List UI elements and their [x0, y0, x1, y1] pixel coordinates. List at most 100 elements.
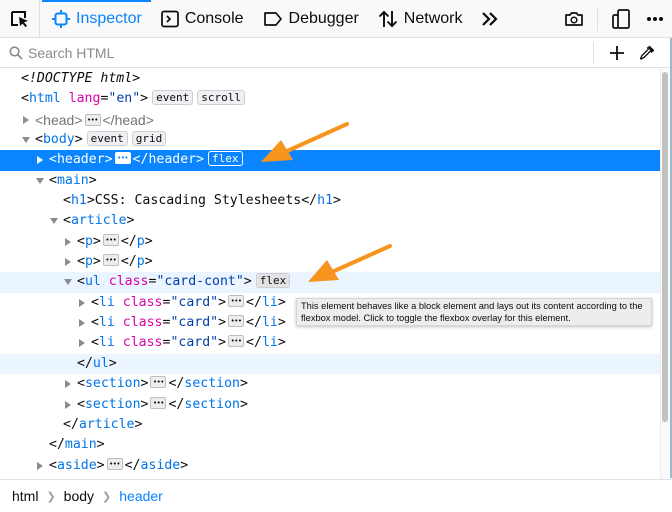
expand-li-twisty[interactable]	[77, 293, 87, 313]
tab-debugger[interactable]: Debugger	[253, 0, 368, 38]
caret-right-icon	[65, 380, 71, 389]
header-tag: <header></header>flex	[49, 148, 243, 170]
more-options-button[interactable]	[638, 0, 672, 38]
breadcrumb: html ❯ body ❯ header	[0, 479, 672, 512]
collapsed-ellipsis[interactable]	[228, 291, 245, 311]
expand-li-twisty[interactable]	[77, 313, 87, 333]
node-p[interactable]: <p></p>	[0, 250, 660, 272]
breadcrumb-body[interactable]: body	[63, 488, 95, 504]
node-article-close[interactable]: </article>	[0, 415, 660, 435]
caret-down-icon	[64, 279, 72, 286]
expand-li-twisty[interactable]	[77, 333, 87, 353]
caret-right-icon	[79, 319, 85, 328]
expand-aside-twisty[interactable]	[35, 456, 45, 476]
section-tag: <section></section>	[77, 393, 248, 415]
eyedropper-button[interactable]	[632, 38, 662, 68]
collapsed-ellipsis[interactable]	[102, 230, 119, 250]
expand-header-twisty[interactable]	[35, 150, 45, 170]
tab-inspector[interactable]: Inspector	[42, 0, 151, 38]
node-ul-close[interactable]: </ul>	[0, 353, 660, 375]
scroll-badge[interactable]: scroll	[197, 90, 245, 106]
search-icon	[9, 45, 23, 60]
flex-badge-tooltip: This element behaves like a block elemen…	[296, 298, 652, 326]
annotation-arrow-icon	[261, 122, 349, 162]
collapsed-ellipsis[interactable]	[102, 250, 119, 270]
collapse-ul-twisty[interactable]	[63, 272, 73, 292]
flex-badge[interactable]: flex	[255, 273, 291, 289]
node-p[interactable]: <p></p>	[0, 230, 660, 252]
tab-inspector-label: Inspector	[76, 9, 142, 27]
section-tag: <section></section>	[77, 372, 248, 394]
collapse-article-twisty[interactable]	[49, 211, 59, 231]
event-badge[interactable]: event	[152, 90, 194, 106]
breadcrumb-header[interactable]: header	[119, 488, 163, 504]
expand-head-twisty[interactable]	[21, 110, 31, 130]
collapse-main-twisty[interactable]	[35, 171, 45, 191]
toolbar-right	[557, 0, 672, 38]
ul-close-tag: </ul>	[77, 355, 117, 371]
tab-network[interactable]: Network	[368, 0, 472, 38]
node-aside[interactable]: <aside></aside>	[0, 454, 660, 476]
p-tag: <p></p>	[77, 250, 153, 272]
article-tag: <article>	[63, 213, 135, 229]
collapsed-ellipsis[interactable]	[106, 454, 123, 474]
expand-p-twisty[interactable]	[63, 252, 73, 272]
debugger-icon	[263, 11, 283, 27]
node-section[interactable]: <section></section>	[0, 372, 660, 394]
node-header-selected[interactable]: <header></header>flex	[0, 148, 660, 171]
node-article[interactable]: <article>	[0, 211, 660, 231]
li-tag: <li class="card"></li>	[91, 311, 286, 333]
search-bar	[0, 38, 672, 68]
collapsed-ellipsis[interactable]	[114, 148, 131, 169]
responsive-design-button[interactable]	[604, 0, 638, 38]
caret-right-icon	[79, 339, 85, 348]
tab-console-label: Console	[184, 9, 244, 27]
li-tag: <li class="card"></li>	[91, 331, 286, 353]
collapsed-ellipsis[interactable]	[150, 372, 167, 393]
node-main[interactable]: <main>	[0, 171, 660, 191]
collapse-body-twisty[interactable]	[21, 130, 31, 150]
node-main-close[interactable]: </main>	[0, 435, 660, 455]
search-html-input[interactable]	[28, 44, 568, 61]
screenshot-button[interactable]	[557, 0, 591, 38]
collapsed-ellipsis[interactable]	[84, 110, 101, 130]
caret-right-icon	[65, 237, 71, 246]
node-li-card[interactable]: <li class="card"></li>	[0, 331, 660, 353]
element-picker-button[interactable]	[0, 0, 40, 38]
node-ul-card-cont[interactable]: <ul class="card-cont">flex	[0, 272, 660, 293]
caret-down-icon	[22, 137, 30, 144]
caret-right-icon	[37, 461, 43, 470]
caret-right-icon	[23, 115, 29, 124]
doctype-text: <!DOCTYPE html>	[21, 71, 141, 86]
more-tools-button[interactable]	[471, 0, 509, 38]
node-h1[interactable]: <h1>CSS: Cascading Stylesheets</h1>	[0, 191, 660, 211]
console-icon	[160, 10, 179, 28]
collapsed-ellipsis[interactable]	[228, 331, 245, 352]
tab-console[interactable]: Console	[151, 0, 253, 38]
collapsed-ellipsis[interactable]	[228, 311, 245, 331]
breadcrumb-html[interactable]: html	[12, 488, 39, 504]
article-close-tag: </article>	[63, 416, 143, 432]
grid-badge[interactable]: grid	[131, 131, 167, 147]
expand-section-twisty[interactable]	[63, 395, 73, 415]
page-edge-strip	[670, 38, 672, 478]
flex-badge[interactable]: flex	[208, 151, 243, 167]
caret-down-icon	[36, 177, 44, 184]
expand-section-twisty[interactable]	[63, 374, 73, 394]
node-li-card[interactable]: <li class="card"></li>	[0, 311, 660, 333]
caret-down-icon	[50, 218, 58, 225]
expand-p-twisty[interactable]	[63, 232, 73, 252]
event-badge[interactable]: event	[86, 131, 128, 147]
search-divider	[593, 42, 594, 64]
markup-scrollbar-thumb[interactable]	[662, 72, 668, 422]
node-doctype[interactable]: <!DOCTYPE html>	[0, 69, 660, 89]
node-li-card[interactable]: <li class="card"></li>	[0, 291, 660, 313]
node-head[interactable]: <head></head>	[0, 110, 660, 130]
collapsed-ellipsis[interactable]	[150, 393, 167, 413]
add-node-button[interactable]	[602, 38, 632, 68]
node-section[interactable]: <section></section>	[0, 393, 660, 415]
